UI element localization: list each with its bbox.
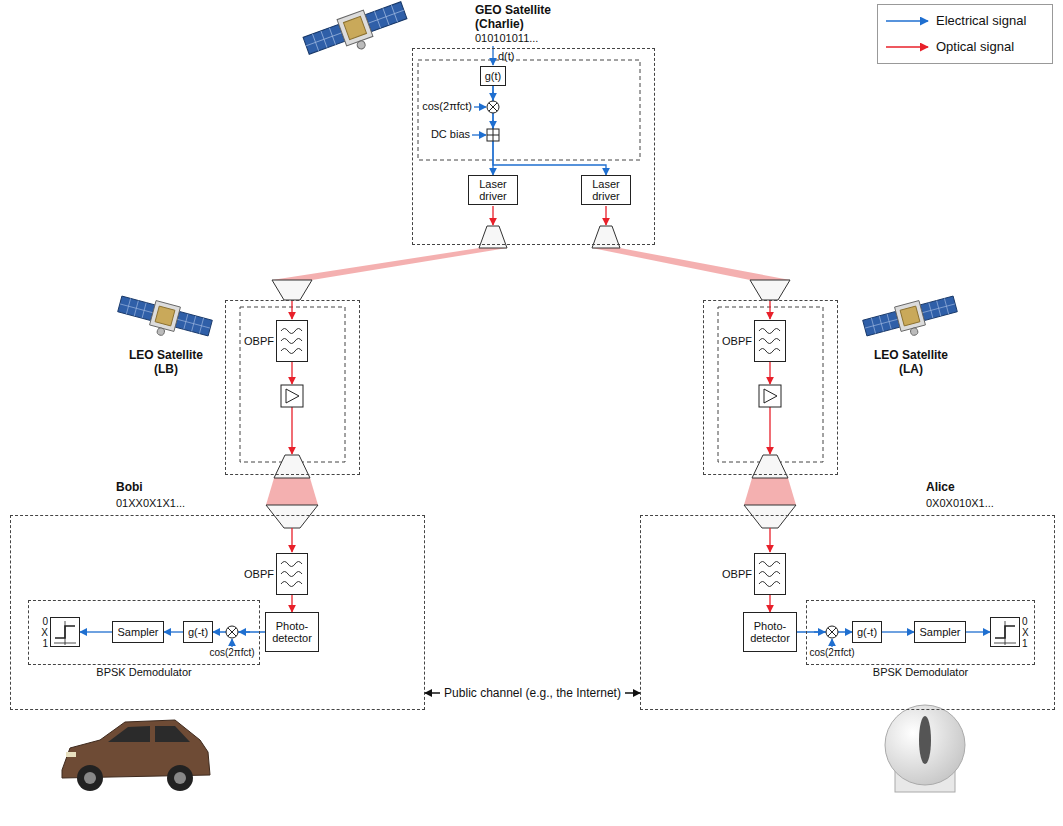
receiver-station: Bobi01XX0X1X1...OBPFPhoto-detectorBPSK D… [10,515,425,710]
node-heading: X [41,628,48,638]
signal-label: cos(2πfct) [802,647,862,659]
satellite-payload: GEO Satellite (Charlie)010101011...g(t)L… [412,48,655,245]
node-text: Laser driver [584,178,628,202]
decision-symbol [54,621,1016,645]
legend-box: Electrical signalOptical signal [877,4,1053,64]
laser-driver: Laser driver [581,175,631,205]
legend-sample [884,14,932,28]
electrical-connector [164,631,183,632]
satellite-relay: LEO Satellite (LA)OBPF [703,300,838,475]
legend-sample [884,40,932,54]
node-heading: Bobi [116,480,143,494]
signal-label: d(t) [498,50,515,63]
node-heading: X [1022,628,1029,638]
node-text: Laser driver [471,178,515,202]
sampler: Sampler [112,621,164,643]
node-heading: Alice [926,480,955,494]
electrical-connector [213,631,265,632]
node-heading: LEO Satellite (LA) [866,348,956,376]
decision-device: 0X1 [50,617,80,647]
node-heading: BPSK Demodulator [29,666,259,679]
leo-satellite-icon [862,292,961,348]
sampler: Sampler [914,621,966,643]
node-text: g(t) [485,70,502,82]
node-heading: 010101011... [475,32,538,45]
edge-label: Public channel (e.g., the Internet) [440,686,625,700]
node-heading: 01XX0X1X1... [116,497,185,510]
receiver-station: Alice0X0X010X1...OBPFPhoto-detectorBPSK … [640,515,1055,710]
laser-driver: Laser driver [468,175,518,205]
node-heading: BPSK Demodulator [807,666,1034,679]
signal-label: cos(2πfct) [402,100,472,113]
optical-bandpass-filter: OBPF [276,553,308,595]
photodetector: Photo-detector [743,612,797,652]
legend-entry: Electrical signal [884,13,1026,28]
node-text: Sampler [118,626,159,638]
leo-satellite-icon [115,292,214,348]
legend-line [886,20,928,22]
ground-station-dome [885,705,965,792]
node-heading: 1 [1022,639,1028,649]
node-heading: OBPF [722,568,752,581]
optical-bandpass-filter: OBPF [754,320,786,362]
matched-filter: g(-t) [183,621,213,643]
optical-connector [769,595,770,612]
node-heading: OBPF [722,335,752,348]
node-heading: 0X0X010X1... [926,497,994,510]
node-heading: 0 [42,617,48,627]
node-text: Photo-detector [746,620,794,644]
filter-symbol [281,329,780,587]
node-heading: 1 [42,639,48,649]
optical-wire [292,206,770,552]
amplifier-symbol [281,385,781,407]
node-heading: OBPF [244,335,274,348]
node-text: Sampler [920,626,961,638]
car-illustration [62,720,210,791]
matched-filter: g(-t) [852,621,882,643]
node-text: g(-t) [188,626,208,638]
electrical-connector [882,631,914,632]
node-heading: OBPF [244,568,274,581]
node-text: Photo-detector [268,620,316,644]
legend-text: Optical signal [936,39,1014,54]
electrical-connector [966,631,990,632]
pulse-shaping-filter: g(t) [480,66,506,86]
inner-dashed-box [718,307,823,462]
optical-connector [291,595,292,612]
adder-symbol [487,129,499,141]
optical-bandpass-filter: OBPF [754,553,786,595]
node-text: g(-t) [857,626,877,638]
geo-satellite-icon [301,0,411,66]
legend-line [886,46,928,48]
photodetector: Photo-detector [265,612,319,652]
node-heading: LEO Satellite (LB) [121,348,211,376]
telescope-icon [266,226,796,528]
legend-entry: Optical signal [884,39,1014,54]
inner-dashed-box [240,307,345,462]
electrical-wire [232,46,832,647]
electrical-connector [80,631,112,632]
electrical-connector [493,86,606,175]
signal-label: cos(2πfct) [202,647,262,659]
node-heading: 0 [1022,617,1028,627]
satellite-relay: LEO Satellite (LB)OBPF [225,300,360,475]
optical-bandpass-filter: OBPF [276,320,308,362]
node-heading: GEO Satellite (Charlie) [475,3,565,31]
legend-text: Electrical signal [936,13,1026,28]
decision-device: 0X1 [990,617,1020,647]
signal-label: DC bias [400,128,470,141]
optical-beam [266,248,796,505]
mixer-symbol [226,101,838,638]
